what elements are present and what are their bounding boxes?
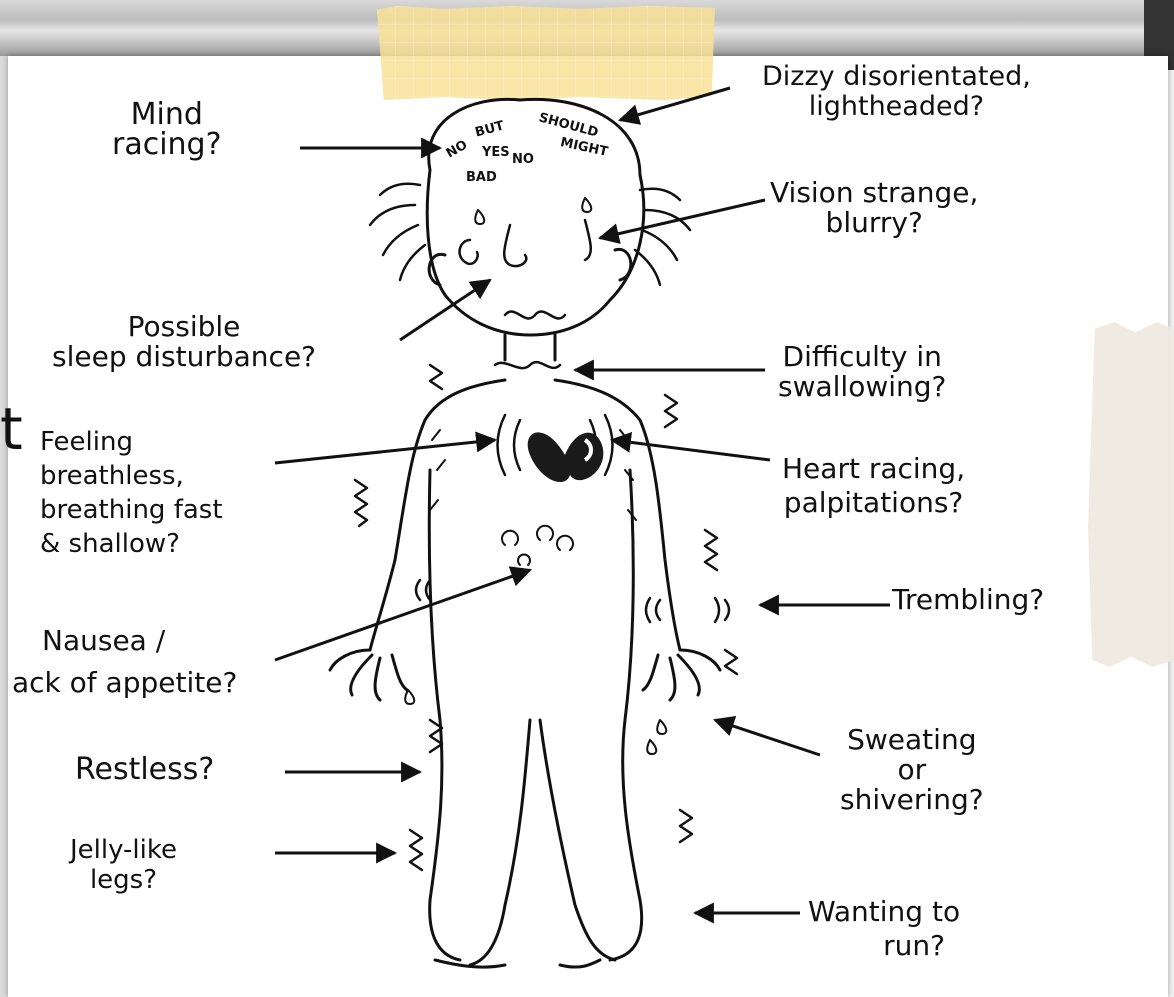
label-line: breathless, bbox=[40, 459, 223, 493]
label-line: legs? bbox=[70, 865, 177, 895]
head-word: YES bbox=[482, 145, 510, 160]
arrow-dizzy bbox=[620, 88, 730, 120]
label-restless: Restless? bbox=[75, 755, 214, 785]
label-line: blurry? bbox=[770, 208, 978, 238]
arrow-nausea bbox=[275, 570, 530, 660]
heart-shape bbox=[528, 432, 604, 482]
label-line: or bbox=[840, 755, 984, 785]
label-breathless: Feeling breathless, breathing fast & sha… bbox=[40, 425, 223, 561]
figure-body bbox=[370, 380, 680, 965]
label-line: swallowing? bbox=[778, 372, 946, 402]
label-dizzy: Dizzy disorientated, lightheaded? bbox=[762, 62, 1031, 122]
label-line: & shallow? bbox=[40, 527, 223, 561]
label-line: sleep disturbance? bbox=[52, 342, 316, 372]
label-line: Jelly-like bbox=[70, 835, 177, 865]
label-line: Nausea / bbox=[12, 620, 237, 662]
figure-neck bbox=[505, 335, 555, 360]
label-line: Sweating bbox=[840, 725, 984, 755]
label-line: Possible bbox=[52, 312, 316, 342]
figure-left-hand bbox=[330, 650, 407, 700]
label-line: run? bbox=[808, 929, 960, 963]
label-line: Dizzy disorientated, bbox=[762, 62, 1031, 92]
label-line: Mind bbox=[112, 100, 222, 130]
label-sweating: Sweating or shivering? bbox=[840, 725, 984, 815]
label-heart: Heart racing, palpitations? bbox=[782, 452, 965, 520]
label-line: lightheaded? bbox=[762, 92, 1031, 122]
label-line: Heart racing, bbox=[782, 452, 965, 486]
label-vision: Vision strange, blurry? bbox=[770, 178, 978, 238]
label-mind-racing: Mind racing? bbox=[112, 100, 222, 160]
label-line: breathing fast bbox=[40, 493, 223, 527]
label-line: shivering? bbox=[840, 785, 984, 815]
label-sleep: Possible sleep disturbance? bbox=[52, 312, 316, 372]
label-swallowing: Difficulty in swallowing? bbox=[778, 342, 946, 402]
arrow-sleep bbox=[400, 280, 490, 340]
label-line: Difficulty in bbox=[778, 342, 946, 372]
label-run: Wanting to run? bbox=[808, 895, 960, 963]
label-line: Wanting to bbox=[808, 895, 960, 929]
head-word: BAD bbox=[466, 170, 497, 185]
label-line: racing? bbox=[112, 130, 222, 160]
label-jelly-legs: Jelly-like legs? bbox=[70, 835, 177, 895]
arrow-heart bbox=[612, 440, 770, 460]
label-trembling: Trembling? bbox=[892, 585, 1044, 615]
label-line: palpitations? bbox=[782, 486, 965, 520]
label-nausea: Nausea / ack of appetite? bbox=[12, 620, 237, 704]
figure-right-hand bbox=[643, 650, 720, 700]
arrow-breathless bbox=[275, 440, 495, 463]
label-line: Trembling? bbox=[892, 585, 1044, 615]
label-line: ack of appetite? bbox=[12, 662, 237, 704]
label-line: Restless? bbox=[75, 755, 214, 785]
label-line: Vision strange, bbox=[770, 178, 978, 208]
head-word: NO bbox=[512, 152, 534, 167]
label-line: Feeling bbox=[40, 425, 223, 459]
arrow-vision bbox=[600, 200, 765, 238]
arrow-sweating bbox=[715, 720, 820, 755]
